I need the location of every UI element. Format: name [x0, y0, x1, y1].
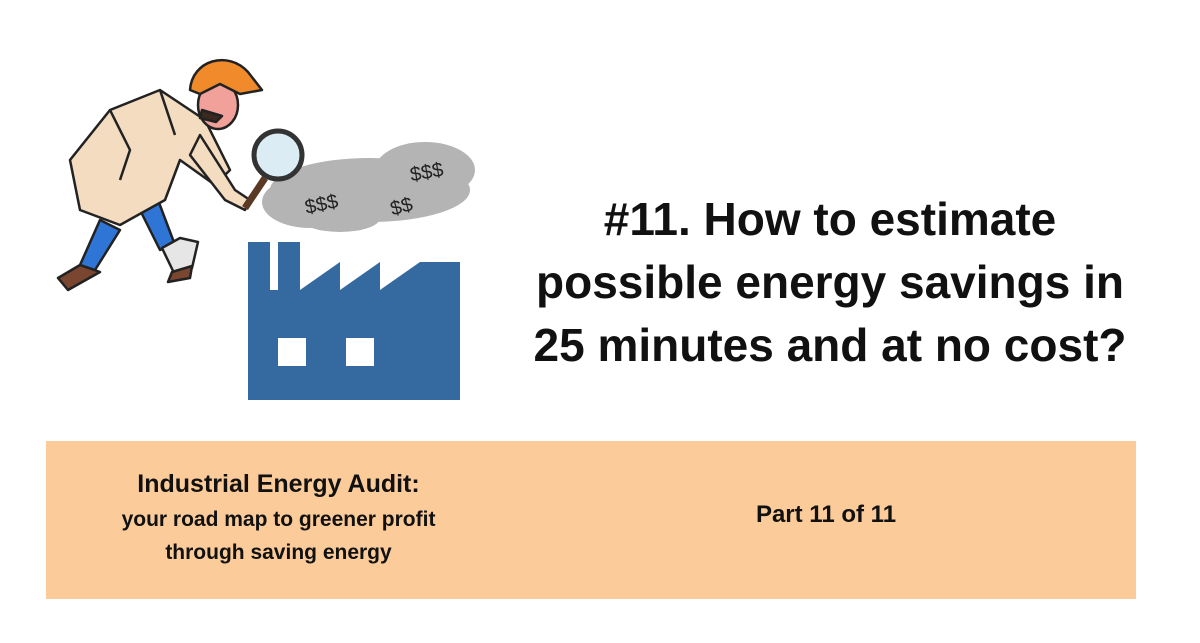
detective-figure	[56, 58, 305, 292]
page-title-line: 25 minutes and at no cost?	[533, 319, 1127, 371]
part-indicator: Part 11 of 11	[755, 501, 897, 528]
series-subtitle-line: your road map to greener profit	[121, 508, 436, 531]
factory-icon	[248, 242, 460, 400]
page-title-line: possible energy savings in	[536, 256, 1124, 308]
factory-window	[346, 338, 374, 366]
series-subtitle-line: through saving energy	[165, 541, 392, 564]
page-title: #11. How to estimate possible energy sav…	[500, 188, 1160, 377]
series-title: Industrial Energy Audit:	[137, 470, 420, 498]
page-title-line: #11. How to estimate	[603, 193, 1057, 245]
series-info: Industrial Energy Audit: your road map t…	[76, 465, 481, 569]
factory-window	[278, 338, 306, 366]
smoke-cloud	[262, 142, 475, 232]
series-banner: Industrial Energy Audit: your road map t…	[46, 441, 1136, 599]
energy-detective-illustration: $$$ $$$ $$	[56, 58, 475, 400]
